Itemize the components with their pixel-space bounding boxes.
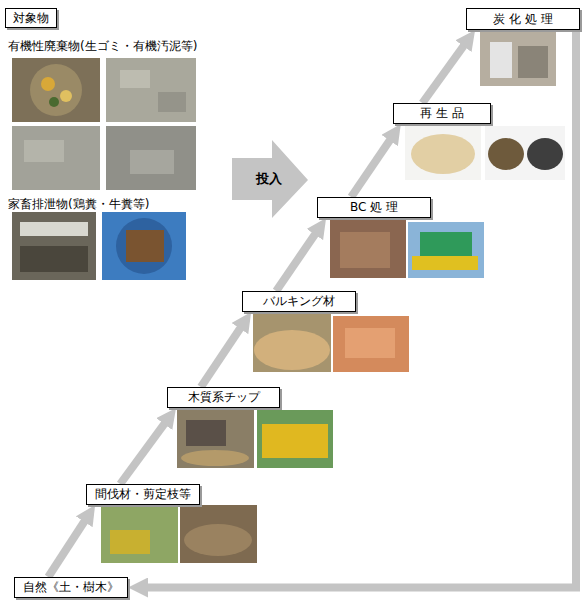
- flow-arrow: [422, 40, 468, 103]
- process-box: 木質系チップ: [167, 387, 280, 408]
- photo-thinning-wood: [101, 505, 178, 563]
- photo-chipper: [177, 410, 254, 468]
- photo-manure: [102, 212, 186, 280]
- photo-products: [485, 126, 565, 180]
- flow-arrow: [201, 322, 245, 387]
- process-box: 間伐材・剪定枝等: [86, 484, 200, 505]
- arrow-label: 投入: [256, 170, 282, 188]
- flow-arrow: [48, 515, 88, 577]
- process-box: 再 生 品: [393, 103, 491, 124]
- process-box: 炭 化 処 理: [466, 8, 580, 30]
- photo-bulking-pile: [253, 314, 331, 372]
- category-label: 家畜排泄物(鶏糞・牛糞等): [8, 196, 149, 213]
- photo-poultry-house: [12, 212, 96, 280]
- flow-arrow: [276, 228, 319, 291]
- flow-arrow: [140, 30, 576, 588]
- photo-pruned-branches: [180, 505, 257, 563]
- photo-sludge: [106, 126, 196, 190]
- photo-bc-plant: [330, 220, 406, 278]
- box-text: 再 生 品: [416, 105, 468, 122]
- heading-box: 対象物: [5, 8, 57, 28]
- photo-compost: [405, 126, 481, 180]
- photo-food-waste: [12, 58, 100, 122]
- photo-bulking-closeup: [333, 316, 409, 372]
- input-arrow: [232, 140, 308, 218]
- flow-arrow: [351, 134, 394, 197]
- category-label: 有機性廃棄物(生ゴミ・有機汚泥等): [8, 38, 197, 55]
- process-box: バルキング材: [242, 291, 356, 312]
- box-text: 炭 化 処 理: [489, 11, 556, 28]
- photo-chip-container: [257, 410, 333, 468]
- box-text: バルキング材: [259, 293, 339, 310]
- box-text: 自然《土・樹木》: [19, 579, 123, 596]
- box-text: BC 処 理: [346, 199, 402, 216]
- process-box: BC 処 理: [317, 197, 431, 218]
- photo-sludge: [106, 58, 196, 122]
- box-text: 木質系チップ: [184, 389, 264, 406]
- photo-carbonizer: [480, 32, 556, 86]
- flow-arrow: [120, 418, 169, 484]
- box-text: 間伐材・剪定枝等: [91, 486, 195, 503]
- photo-bc-truck: [408, 222, 484, 278]
- process-box: 自然《土・樹木》: [14, 577, 128, 598]
- box-text: 対象物: [9, 10, 53, 27]
- photo-sludge: [12, 126, 100, 190]
